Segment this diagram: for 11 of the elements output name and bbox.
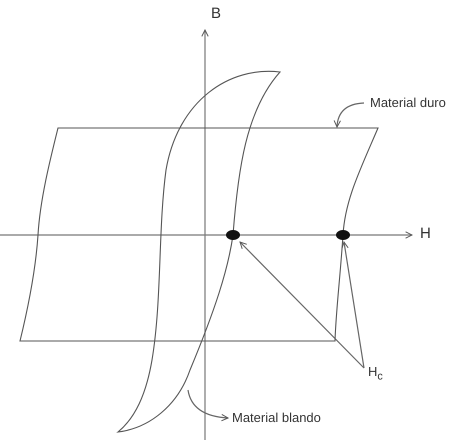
curve-label: Material blando [232, 410, 321, 426]
leader-arrow [341, 242, 365, 368]
coercivity-label: H$_{c}$ [368, 364, 383, 385]
axis-label: B [211, 6, 222, 22]
hysteresis-loop [19, 127, 379, 342]
leader-arrow [240, 242, 364, 368]
leader-arrow [334, 102, 364, 128]
hysteresis-loop [117, 70, 281, 433]
curve-label: Material duro [370, 95, 446, 111]
axis-label: H [420, 226, 431, 242]
leader-arrow [187, 390, 228, 422]
